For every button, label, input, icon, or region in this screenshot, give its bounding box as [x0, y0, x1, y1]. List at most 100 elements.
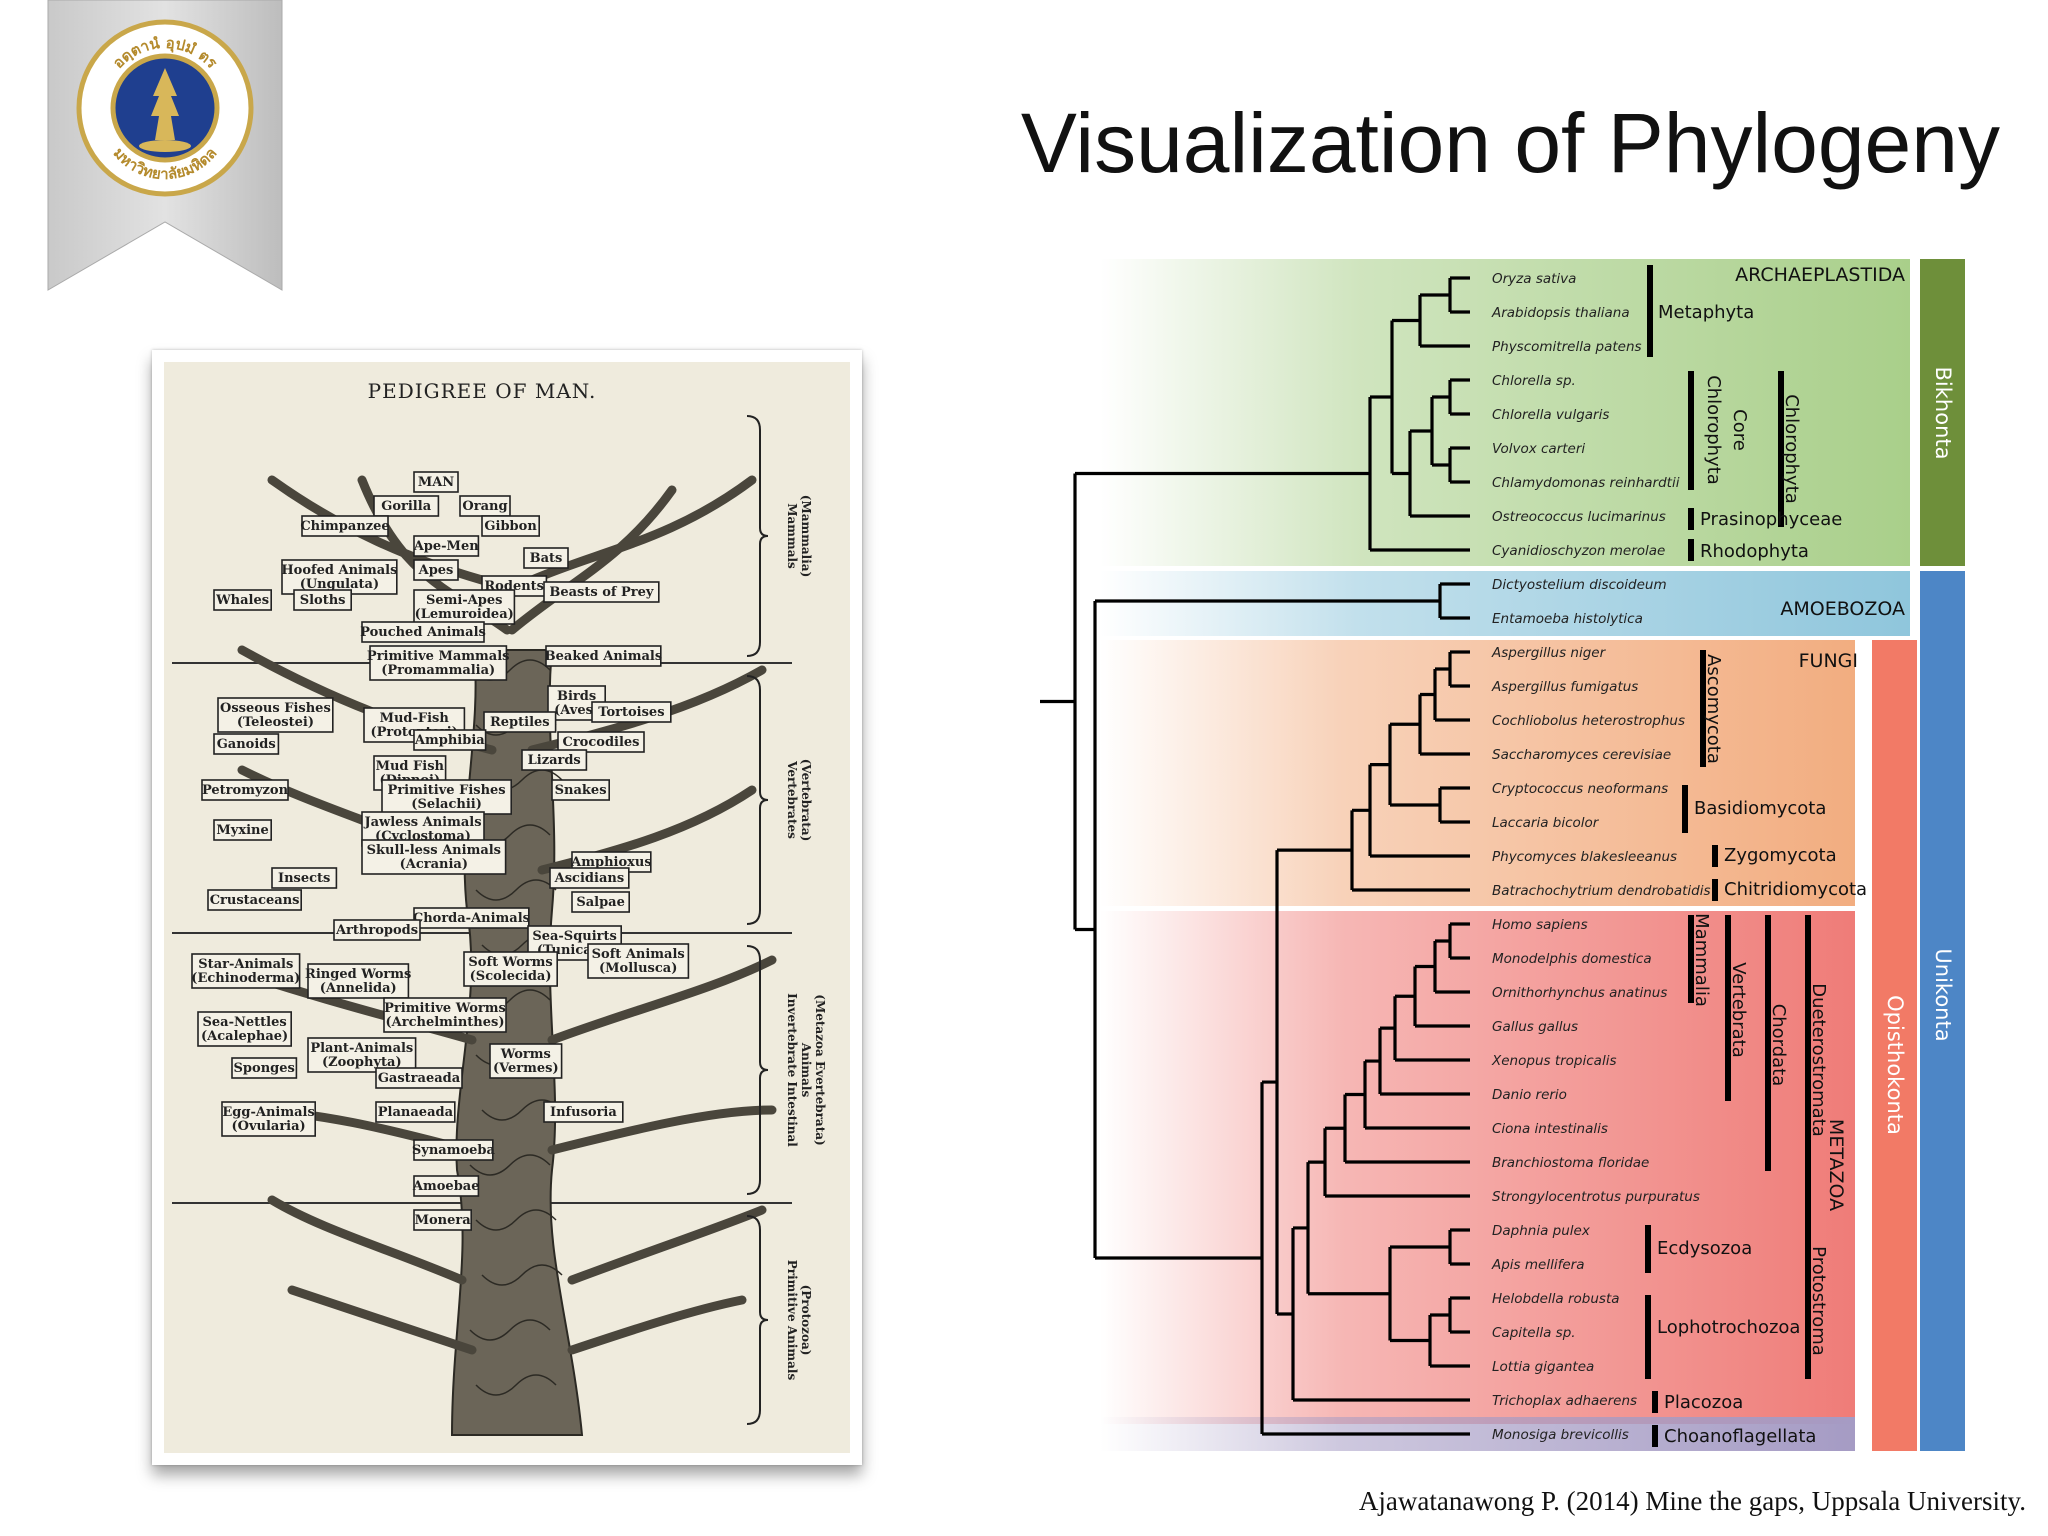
pedigree-label-text: (Acrania) — [400, 857, 468, 872]
core-chlorophyta-bar — [1688, 371, 1694, 490]
pedigree-label-text: Egg-Animals — [222, 1105, 314, 1120]
pedigree-bark-stroke — [469, 1319, 551, 1341]
pedigree-bracket — [746, 675, 769, 925]
pedigree-side-label: Vertebrates — [785, 760, 799, 839]
pedigree-label: Skull-less Animals(Acrania) — [361, 839, 507, 875]
pedigree-label: Worms(Vermes) — [489, 1043, 563, 1079]
pedigree-bracket — [746, 415, 769, 657]
pedigree-label-text: Semi-Apes — [426, 593, 503, 608]
pedigree-side-label: Invertebrate Intestinal — [785, 993, 799, 1147]
pedigree-label: Semi-Apes(Lemuroidea) — [413, 589, 516, 625]
pedigree-label: Chorda-Animals — [413, 907, 530, 929]
prasinophyceae-label: Prasinophyceae — [1700, 509, 1842, 530]
pedigree-label-text: Petromyzon — [202, 783, 289, 798]
pedigree-label: Ringed Worms(Annelida) — [305, 963, 411, 999]
taxon-label: Chlorella vulgaris — [1492, 407, 1609, 423]
taxon-label: Monodelphis domestica — [1492, 951, 1652, 967]
ascomycota-label: Ascomycota — [1703, 654, 1724, 764]
pedigree-label: Egg-Animals(Ovularia) — [221, 1101, 316, 1137]
taxon-label: Trichoplax adhaerens — [1492, 1393, 1637, 1409]
pedigree-label: Soft Animals(Mollusca) — [587, 943, 690, 979]
prasinophyceae-bar — [1688, 508, 1694, 530]
taxon-label: Entamoeba histolytica — [1492, 611, 1643, 627]
pedigree-label-text: Primitive Mammals — [367, 649, 510, 664]
taxon-label: Daphnia pulex — [1492, 1223, 1591, 1239]
pedigree-label-text: Whales — [215, 593, 269, 608]
pedigree-label: MAN — [413, 471, 459, 493]
opisthokonta-bar — [1872, 640, 1917, 1451]
taxon-label: Branchiostoma floridae — [1492, 1155, 1649, 1171]
pedigree-label: Bats — [523, 547, 569, 569]
pedigree-branch — [527, 475, 757, 585]
pedigree-label: Soft Worms(Scolecida) — [463, 951, 558, 987]
pedigree-label-text: (Ungulata) — [300, 577, 379, 592]
pedigree-label: Primitive Fishes(Selachii) — [381, 779, 512, 815]
pedigree-label-text: Pouched Animals — [360, 625, 486, 640]
pedigree-label: Reptiles — [483, 711, 557, 733]
chitridiomycota-bar — [1712, 879, 1718, 901]
pedigree-label-text: Sea-Squirts — [532, 929, 617, 944]
pedigree-label-text: Amphibia — [414, 733, 485, 748]
pedigree-label: Salpae — [571, 891, 631, 913]
taxon-label: Ostreococcus lucimarinus — [1492, 509, 1666, 525]
chitridiomycota-label: Chitridiomycota — [1724, 879, 1867, 900]
pedigree-label-text: Osseous Fishes — [220, 701, 331, 716]
pedigree-side-label: (Mammalia) — [799, 495, 813, 577]
pedigree-label-text: Myxine — [216, 823, 268, 838]
pedigree-bark-stroke — [469, 1154, 551, 1176]
pedigree-label-text: Worms — [500, 1047, 551, 1062]
basidiomycota-label: Basidiomycota — [1694, 798, 1826, 819]
pedigree-label-text: Mud Fish — [376, 759, 445, 774]
lophotrochozoa-label: Lophotrochozoa — [1657, 1317, 1800, 1338]
pedigree-label-text: Beasts of Prey — [549, 585, 654, 600]
ascomycota-bar — [1700, 650, 1706, 767]
pedigree-label-text: Chimpanzee — [300, 519, 389, 534]
taxon-label: Cochliobolus heterostrophus — [1492, 713, 1685, 729]
bikhonta-label: Bikhonta — [1931, 367, 1955, 460]
taxon-label: Volvox carteri — [1492, 441, 1585, 457]
pedigree-side-label: Animals — [799, 1042, 813, 1098]
pedigree-label: Gibbon — [481, 515, 541, 537]
pedigree-bracket — [746, 945, 769, 1195]
metazoa-header: METAZOA — [1825, 1119, 1847, 1211]
pedigree-branch — [547, 1105, 777, 1155]
pedigree-label-text: (Mollusca) — [599, 961, 677, 976]
dueterostromata-label: Dueterostromata — [1808, 983, 1829, 1137]
pedigree-label-text: MAN — [418, 475, 454, 490]
pedigree-label: Synamoeba — [412, 1139, 495, 1161]
pedigree-label-text: Birds — [557, 689, 596, 704]
mammalia-label: Mammalia — [1691, 913, 1712, 1007]
pedigree-bracket — [746, 1215, 769, 1425]
pedigree-label-text: Hoofed Animals — [281, 563, 397, 578]
pedigree-label-text: Primitive Worms — [384, 1001, 506, 1016]
amoebozoa-panel — [1100, 571, 1910, 636]
pedigree-label-text: (Teleostei) — [237, 715, 314, 730]
fungi-header: FUNGI — [1799, 650, 1858, 672]
pedigree-label: Gastraeada — [375, 1067, 463, 1089]
pedigree-label-text: Chorda-Animals — [413, 911, 530, 926]
taxon-label: Gallus gallus — [1492, 1019, 1578, 1035]
pedigree-side-label: (Protozoa) — [799, 1285, 813, 1356]
dueterostromata-bar — [1805, 915, 1811, 1365]
taxon-label: Cyanidioschyzon merolae — [1492, 543, 1665, 559]
mammalia-bar — [1688, 915, 1694, 1003]
pedigree-label-text: Crocodiles — [562, 735, 639, 750]
pedigree-label-text: (Lemuroidea) — [415, 607, 514, 622]
pedigree-label: Monera — [413, 1209, 473, 1231]
pedigree-label-text: Insects — [278, 871, 330, 886]
pedigree-label-text: (Selachii) — [411, 797, 482, 812]
ecdysozoa-label: Ecdysozoa — [1657, 1238, 1752, 1259]
pedigree-label-text: Soft Animals — [592, 947, 685, 962]
pedigree-label: Pouched Animals — [360, 621, 486, 643]
pedigree-label-text: Apes — [418, 563, 454, 578]
pedigree-label-text: (Aves) — [554, 703, 599, 718]
basidiomycota-bar — [1682, 785, 1688, 833]
vertebrata-label: Vertebrata — [1728, 962, 1749, 1057]
pedigree-bark-stroke — [475, 1374, 557, 1396]
pedigree-label-text: Ringed Worms — [305, 967, 411, 982]
pedigree-label: Ganoids — [213, 733, 280, 755]
core-chlorophyta-label-1: Core — [1729, 409, 1750, 451]
taxon-label: Strongylocentrotus purpuratus — [1492, 1189, 1700, 1205]
